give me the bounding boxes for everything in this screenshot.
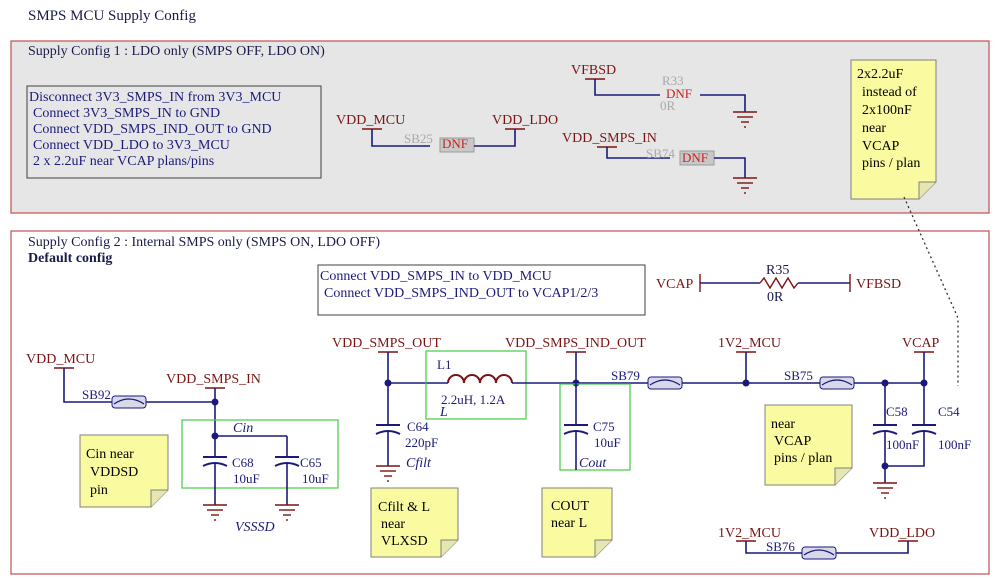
ground-symbol-c64 [376,465,400,482]
r33-value: 0R [660,98,676,113]
c68-value: 10uF [233,471,260,486]
net-vdd-smps-in-2: VDD_SMPS_IN [166,372,261,387]
config1-note-line-3: 2x100nF [862,103,912,118]
vcap-note: near VCAP pins / plan [764,404,853,486]
cin-label: Cin [233,421,253,436]
net-vdd-smps-in-1: VDD_SMPS_IN [562,131,657,146]
cout-note-line-1: COUT [551,499,590,514]
net-1v2-mcu: 1V2_MCU [718,336,781,351]
config2-instruction-1: Connect VDD_SMPS_IN to VDD_MCU [320,269,552,284]
config2-instruction-2: Connect VDD_SMPS_IND_OUT to VCAP1/2/3 [324,286,598,301]
config1-panel [10,40,990,214]
cin-group: Cin C68 10uF C65 10uF [181,419,339,505]
r35-ref: R35 [766,263,789,278]
config1-note-line-4: near [862,121,886,136]
sb74-ref: SB74 [646,146,675,161]
config1-title: Supply Config 1 : LDO only (SMPS OFF, LD… [28,44,325,59]
c64-ref: C64 [407,419,429,434]
sb76-circuit: 1V2_MCU SB76 VDD_LDO [718,526,935,560]
sb25-circuit: VDD_MCU SB25 DNF VDD_LDO [336,113,558,153]
config1-note-line-2: instead of [862,85,917,100]
cin-note-line-1: Cin near [86,447,134,462]
r35-value: 0R [767,290,784,305]
l1-ref: L1 [437,357,451,372]
config2-instruction-box: Connect VDD_SMPS_IN to VDD_MCU Connect V… [317,264,646,316]
cout-note-line-2: near L [551,516,587,531]
cfilt-note: Cfilt & L near VLXSD [370,487,459,558]
vcap-note-line-1: near [771,417,795,432]
sb25-ref: SB25 [404,131,433,146]
ground-symbol-c58 [873,482,897,499]
c54-ref: C54 [938,404,960,419]
cout-note: COUT near L [541,487,613,558]
sb74-dnf: DNF [682,150,708,165]
cfilt-label: Cfilt [406,456,432,471]
ground-symbol-r33 [733,111,757,128]
sb92-ref: SB92 [82,387,111,402]
cin-note: Cin near VDDSD pin [79,434,169,508]
l-label: L [439,405,448,420]
net-vdd-mcu-1: VDD_MCU [336,113,405,128]
cfilt-note-line-3: VLXSD [381,534,428,549]
cfilt-note-line-1: Cfilt & L [378,500,430,515]
net-vdd-smps-out: VDD_SMPS_OUT [332,336,441,351]
net-vfbsd-2: VFBSD [856,277,901,292]
c58-value: 100nF [886,437,919,452]
r33-ref: R33 [662,73,684,88]
cfilt-note-line-2: near [381,517,405,532]
config1-note-line-5: VCAP [862,139,900,154]
config1-instruction-5: 2 x 2.2uF near VCAP plans/pins [33,154,214,169]
config2-title: Supply Config 2 : Internal SMPS only (SM… [28,235,380,250]
c68-ref: C68 [232,455,254,470]
config1-instruction-box: Disconnect 3V3_SMPS_IN from 3V3_MCU Conn… [26,85,322,179]
cout-label: Cout [579,456,607,471]
sb79-ref: SB79 [611,368,640,383]
l1-value: 2.2uH, 1.2A [441,392,506,407]
sb75-ref: SB75 [784,368,813,383]
r35-circuit: VCAP R35 0R VFBSD [656,263,901,305]
net-vsssd: VSSSD [235,520,275,535]
c54-value: 100nF [938,437,971,452]
config1-instruction-1: Disconnect 3V3_SMPS_IN from 3V3_MCU [29,90,281,105]
net-vdd-mcu-2: VDD_MCU [26,352,95,367]
c58-ref: C58 [886,404,908,419]
config1-note-line-6: pins / plan [862,156,920,171]
r33-dnf: DNF [666,86,692,101]
c64-value: 220pF [405,435,438,450]
config1-note-line-1: 2x2.2uF [857,67,904,82]
ground-symbol-c68 [203,504,227,521]
sb74-circuit: VDD_SMPS_IN SB74 DNF [562,131,757,194]
sb25-dnf: DNF [442,136,468,151]
vcap-note-line-3: pins / plan [774,451,832,466]
vcap-note-line-2: VCAP [774,434,812,449]
net-vcap-r35: VCAP [656,277,694,292]
config2-subtitle: Default config [28,251,112,266]
smps-output-path: VDD_SMPS_OUT C64 220pF Cfilt L1 2.2uH, 1… [332,336,971,499]
net-vdd-smps-ind-out: VDD_SMPS_IND_OUT [505,336,646,351]
config1-instruction-4: Connect VDD_LDO to 3V3_MCU [33,138,230,153]
sb92-circuit: VDD_MCU SB92 VDD_SMPS_IN [26,352,261,440]
net-1v2-mcu-b: 1V2_MCU [718,526,781,541]
sheet-title: SMPS MCU Supply Config [28,8,196,24]
cin-note-line-3: pin [90,483,108,498]
net-vfbsd-1: VFBSD [571,63,616,78]
ground-symbol-c65 [275,504,299,521]
net-vdd-ldo-1: VDD_LDO [492,113,558,128]
config1-instruction-3: Connect VDD_SMPS_IND_OUT to GND [33,122,272,137]
cin-note-line-2: VDDSD [90,465,138,480]
c75-ref: C75 [593,419,615,434]
sb76-ref: SB76 [766,539,795,554]
c75-value: 10uF [594,435,621,450]
net-vdd-ldo-2: VDD_LDO [869,526,935,541]
net-vcap: VCAP [902,336,940,351]
ground-symbol-sb74 [733,177,757,194]
config1-note: 2x2.2uF instead of 2x100nF near VCAP pin… [850,59,937,200]
config1-instruction-2: Connect 3V3_SMPS_IN to GND [33,106,220,121]
c65-ref: C65 [300,455,322,470]
c65-value: 10uF [302,471,329,486]
r33-circuit: VFBSD R33 DNF 0R [571,63,757,128]
